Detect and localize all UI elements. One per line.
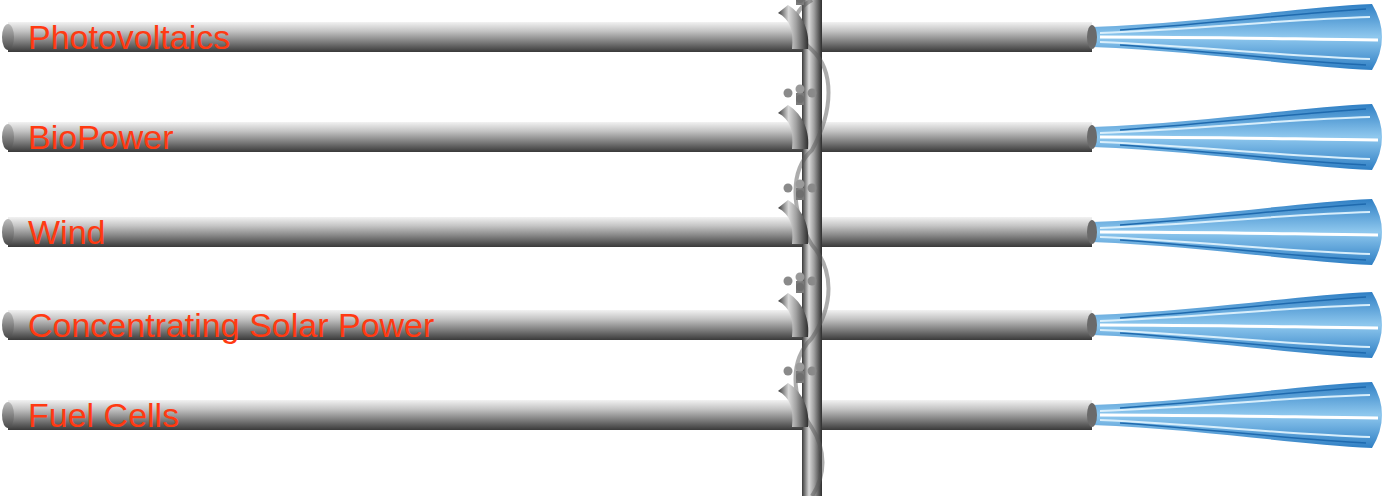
pipe-label: Photovoltaics xyxy=(28,20,230,54)
pipe-end xyxy=(2,24,14,50)
pipe-end xyxy=(1087,313,1097,337)
valve-symbol xyxy=(778,0,817,49)
water-spray xyxy=(1092,199,1382,265)
pipe-end xyxy=(2,219,14,245)
pipe-label: BioPower xyxy=(28,120,174,154)
pipe-band: Photovoltaics xyxy=(8,22,1092,52)
pipe-end xyxy=(1087,125,1097,149)
pipe-label: Wind xyxy=(28,215,105,249)
pipe-band: Fuel Cells xyxy=(8,400,1092,430)
pipe-end xyxy=(2,402,14,428)
pipe-end xyxy=(1087,25,1097,49)
pipe-end xyxy=(2,312,14,338)
water-spray xyxy=(1092,104,1382,170)
valve-symbol xyxy=(778,363,817,428)
valve-symbol xyxy=(778,273,817,338)
pipe-end xyxy=(2,124,14,150)
pipe-label: Concentrating Solar Power xyxy=(28,308,434,342)
manifold-twist xyxy=(796,0,829,496)
water-spray xyxy=(1092,4,1382,70)
valve-symbol xyxy=(778,85,817,150)
pipe-band: Concentrating Solar Power xyxy=(8,310,1092,340)
pipe-end xyxy=(1087,403,1097,427)
water-spray xyxy=(1092,382,1382,448)
pipe-band: Wind xyxy=(8,217,1092,247)
water-spray xyxy=(1092,292,1382,358)
valve-symbol xyxy=(778,180,817,245)
pipe-end xyxy=(1087,220,1097,244)
manifold-pipe xyxy=(802,0,822,496)
pipe-band: BioPower xyxy=(8,122,1092,152)
pipe-label: Fuel Cells xyxy=(28,398,179,432)
